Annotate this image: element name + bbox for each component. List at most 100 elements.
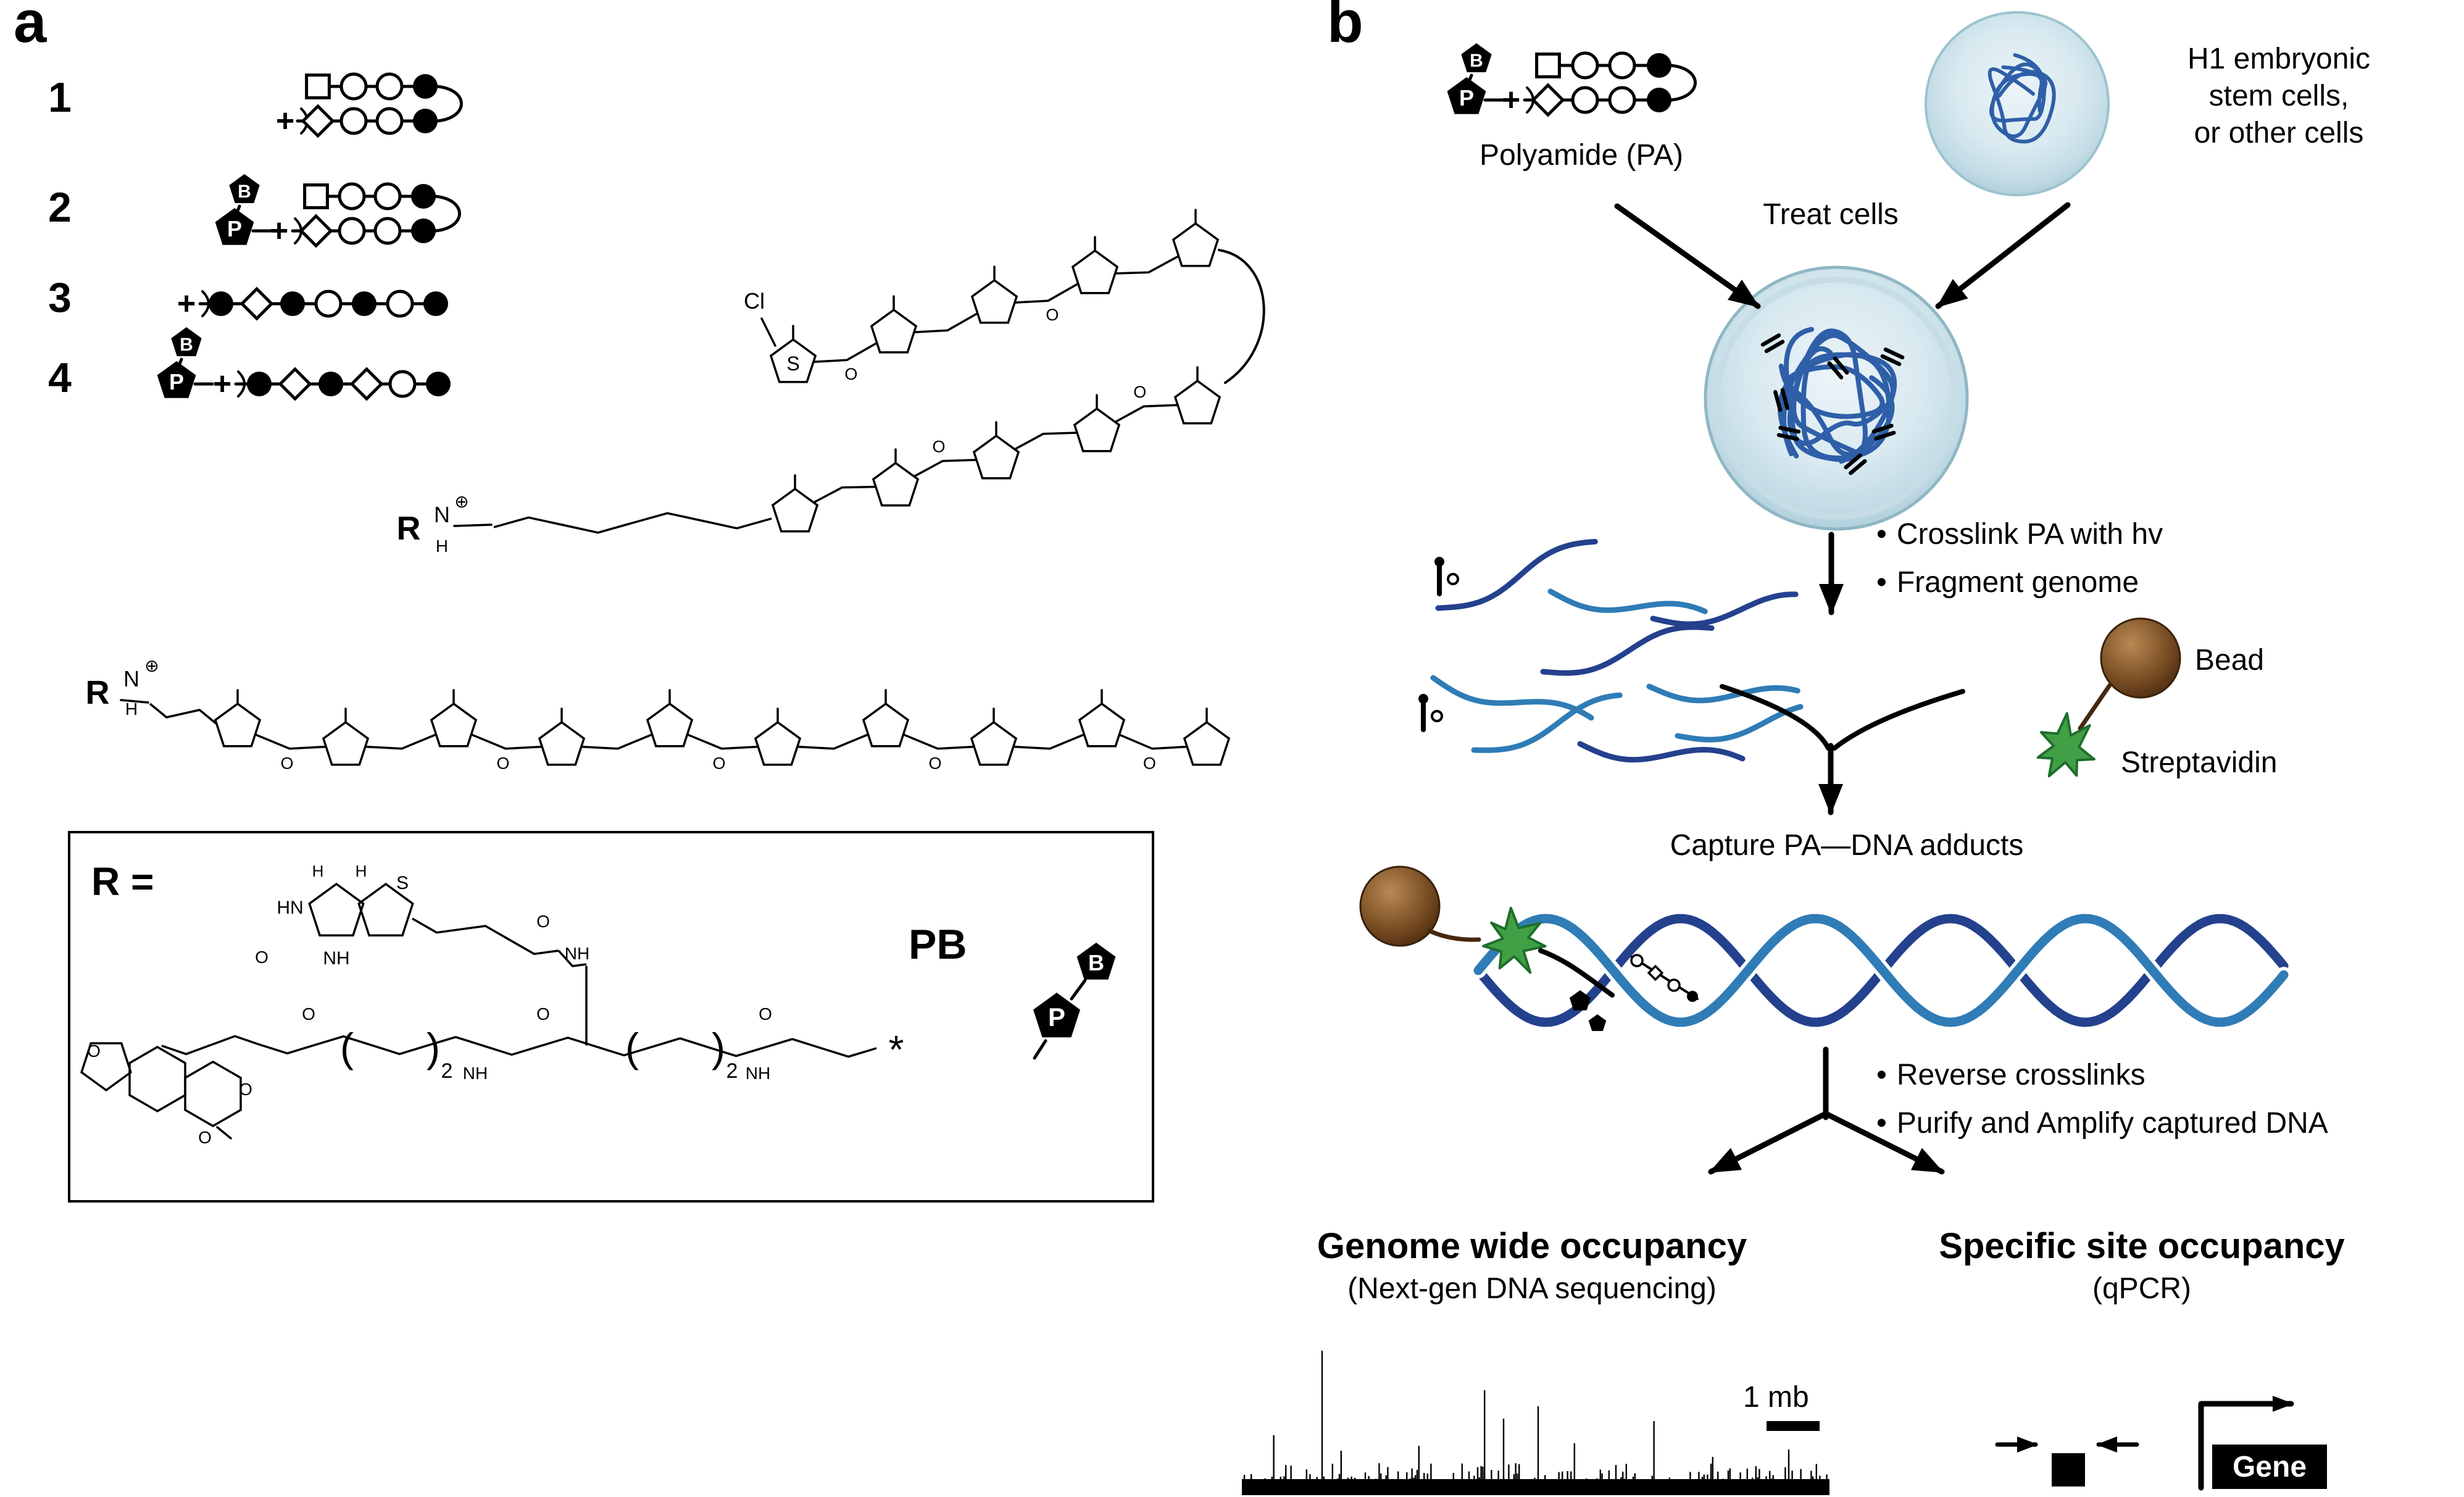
svg-text:⊕: ⊕: [454, 492, 468, 511]
svg-text:R: R: [397, 510, 421, 547]
svg-text:+: +: [276, 103, 294, 139]
svg-text:P: P: [227, 216, 242, 241]
svg-text:(: (: [340, 1025, 354, 1070]
svg-text:2: 2: [726, 1059, 738, 1083]
bullet-icon: •: [1876, 518, 1887, 551]
compound-2-schematic: BP+: [215, 174, 461, 249]
svg-text:2: 2: [441, 1059, 453, 1083]
svg-text:B: B: [1470, 51, 1483, 71]
svg-text:S: S: [396, 873, 409, 893]
svg-text:H: H: [356, 862, 367, 880]
bullet-icon: •: [1876, 1107, 1887, 1140]
svg-text:O: O: [198, 1128, 212, 1147]
svg-text:R: R: [86, 674, 110, 711]
svg-text:H: H: [436, 536, 448, 556]
pa-schematic: BP+: [1447, 43, 1697, 118]
svg-text:N: N: [434, 502, 450, 527]
svg-text:Cl: Cl: [744, 288, 765, 314]
svg-text:): ): [427, 1025, 440, 1070]
streptavidin-label: Streptavidin: [2121, 746, 2278, 779]
scale-bar: [1767, 1421, 1820, 1431]
treat-cells-label: Treat cells: [1763, 198, 1899, 231]
fragment-bullet: •Fragment genome: [1876, 564, 2139, 601]
svg-text:O: O: [302, 1004, 315, 1024]
pa-adduct-marks: [1418, 557, 1459, 732]
genome-occupancy-subtitle: (Next-gen DNA sequencing): [1347, 1272, 1717, 1305]
capture-complex: [1359, 865, 1699, 1032]
compound-1-schematic: +: [276, 72, 463, 139]
cells-label-line-3: or other cells: [2194, 117, 2364, 149]
svg-text:O: O: [255, 948, 268, 967]
svg-text:N: N: [123, 666, 139, 691]
capture-label: Capture PA—DNA adducts: [1670, 829, 2024, 862]
compound-1-number: 1: [48, 74, 72, 121]
treated-cell: [1704, 265, 1969, 531]
cells-label: H1 embryonic stem cells, or other cells: [2187, 41, 2370, 152]
svg-text:HN: HN: [277, 898, 303, 918]
svg-text:NH: NH: [746, 1064, 770, 1083]
arrows: [1614, 202, 2071, 1175]
svg-text:O: O: [713, 754, 726, 772]
coverage-track: [1242, 1351, 1829, 1495]
bead-label: Bead: [2195, 644, 2265, 677]
gene-box: Gene: [2212, 1445, 2327, 1489]
genome-occupancy-title: Genome wide occupancy: [1317, 1226, 1747, 1266]
svg-text:O: O: [536, 912, 550, 931]
panel-b-label: b: [1327, 0, 1363, 55]
svg-text:O: O: [497, 754, 510, 772]
crosslink-bullet: • Crosslink PA with hv: [1876, 516, 2163, 553]
reverse-bullet: • Reverse crosslinks: [1876, 1057, 2146, 1094]
svg-text:O: O: [1143, 754, 1156, 772]
svg-text:+: +: [177, 286, 196, 322]
svg-text:O: O: [239, 1080, 252, 1099]
svg-text:): ): [712, 1025, 725, 1070]
svg-text:(: (: [625, 1025, 639, 1070]
dna-fragments: [1430, 538, 1804, 763]
polyamide-label: Polyamide (PA): [1480, 139, 1683, 172]
purify-bullet: •Purify and Amplify captured DNA: [1876, 1105, 2328, 1142]
scale-bar-label: 1 mb: [1743, 1381, 1809, 1414]
crosslink-bullet-text: Crosslink PA with hv: [1896, 518, 2163, 551]
svg-text:O: O: [1133, 383, 1146, 401]
svg-text:O: O: [844, 365, 857, 383]
svg-text:B: B: [180, 335, 193, 355]
pb-label: PB: [909, 921, 967, 968]
bead-streptavidin: [2036, 617, 2181, 778]
svg-text:O: O: [929, 754, 942, 772]
panel-a-label: a: [14, 0, 47, 55]
bullet-icon: •: [1876, 566, 1887, 599]
svg-text:+: +: [270, 213, 288, 249]
r-equals-label: R =: [91, 859, 154, 904]
svg-text:+: +: [213, 366, 231, 402]
svg-text:O: O: [281, 754, 294, 772]
svg-text:NH: NH: [463, 1064, 488, 1083]
bullet-icon: •: [1876, 1059, 1887, 1091]
svg-text:O: O: [933, 438, 946, 456]
svg-text:H: H: [312, 862, 324, 880]
stem-cell: [1925, 11, 2110, 196]
panel-b-graphics: BP+: [1242, 11, 2294, 1495]
dna-helix: [1470, 911, 2292, 1030]
svg-text:P: P: [1048, 1003, 1065, 1032]
reverse-bullet-text: Reverse crosslinks: [1896, 1059, 2146, 1091]
site-occupancy-title: Specific site occupancy: [1939, 1226, 2345, 1266]
svg-text:NH: NH: [323, 948, 349, 969]
qpcr-diagram: [1995, 1396, 2294, 1491]
cells-label-line-2: stem cells,: [2208, 80, 2349, 112]
svg-text:O: O: [536, 1004, 550, 1024]
svg-text:+: +: [1502, 82, 1520, 118]
svg-text:⊕: ⊕: [144, 656, 159, 675]
svg-text:O: O: [1046, 306, 1059, 324]
svg-text:*: *: [889, 1027, 904, 1072]
svg-text:B: B: [1088, 950, 1104, 975]
svg-text:P: P: [169, 369, 184, 394]
svg-text:NH: NH: [565, 944, 589, 963]
svg-text:O: O: [759, 1004, 772, 1024]
compound-2-number: 2: [48, 184, 72, 231]
cells-label-line-1: H1 embryonic: [2187, 43, 2371, 75]
